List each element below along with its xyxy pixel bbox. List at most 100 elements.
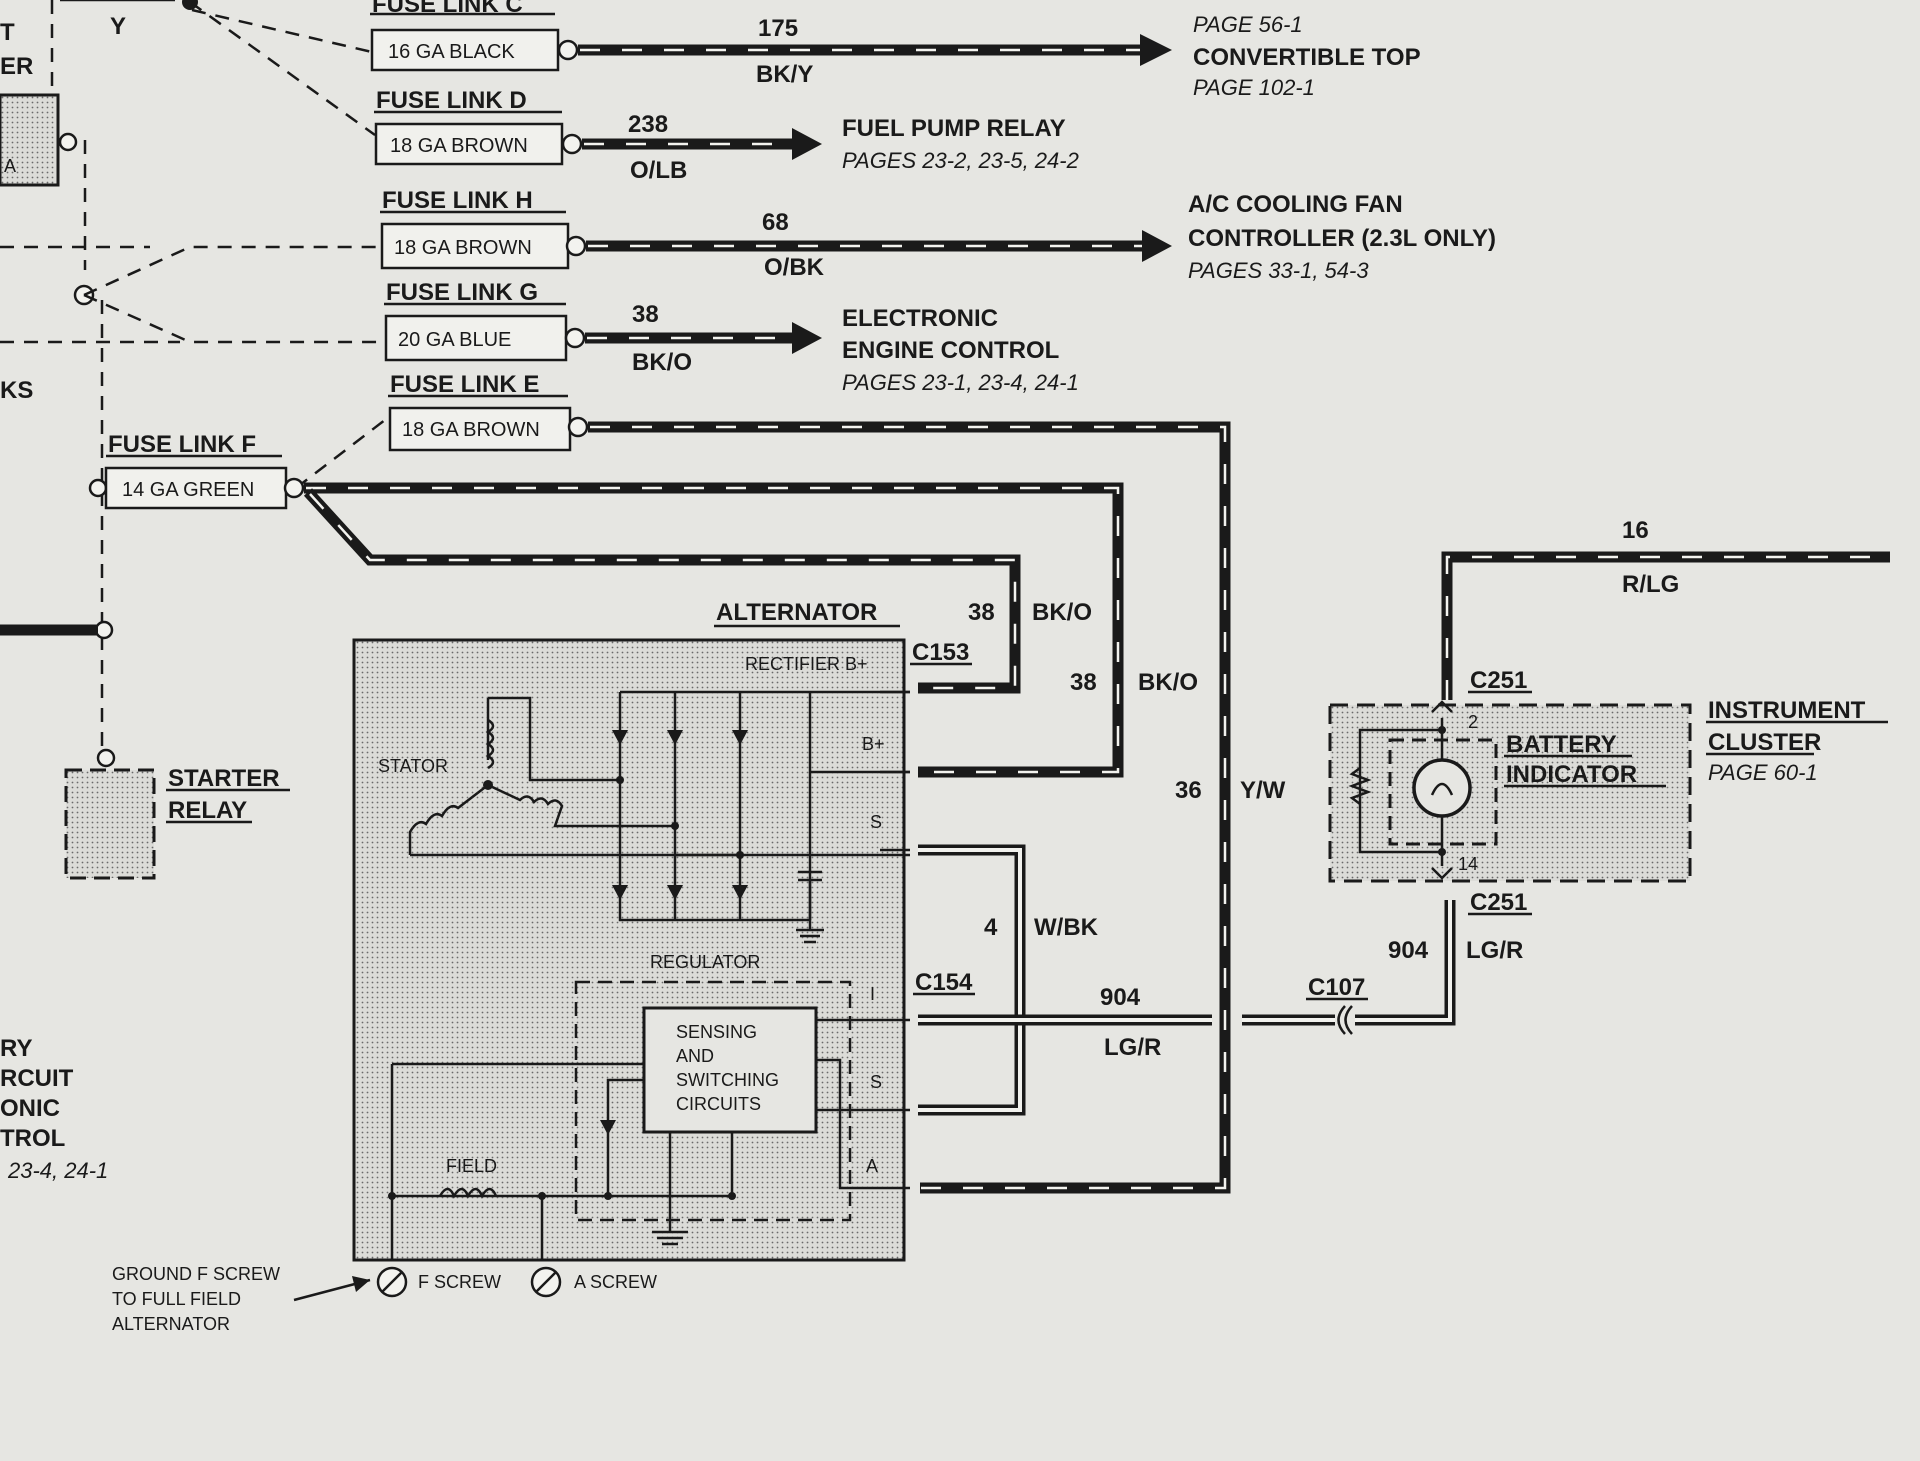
destination-page: PAGE 102-1 (1193, 75, 1315, 100)
starter-relay-line-2: RELAY (168, 797, 247, 824)
wire-number: 68 (762, 209, 789, 236)
ground-note-line-3: ALTERNATOR (112, 1314, 230, 1334)
battery-indicator-line-2: INDICATOR (1506, 761, 1637, 788)
f-screw-label: F SCREW (418, 1272, 501, 1292)
fragment-ks: KS (0, 377, 33, 404)
fuse-link-rating: 20 GA BLUE (398, 329, 511, 351)
wire-color: BK/Y (756, 61, 813, 88)
terminal-b-plus: B+ (862, 734, 885, 754)
connectors: C153 C154 C107 C251 C251 (910, 639, 1532, 1035)
left-edge-fragments: T ER Y A KS RY RCUIT ONIC TROL 23-4, 24-… (0, 13, 126, 1183)
wire-color: BK/O (1032, 599, 1092, 626)
fuse-link-rating: 14 GA GREEN (122, 479, 254, 501)
fragment-a: A (4, 156, 16, 176)
connector-c251-top: C251 (1470, 667, 1527, 694)
cluster-pin-14: 14 (1458, 854, 1478, 874)
fuse-link-rating: 18 GA BROWN (402, 419, 540, 441)
destination-label: CONTROLLER (2.3L ONLY) (1188, 225, 1496, 252)
wire-number: 4 (984, 914, 998, 941)
cluster-title-line-2: CLUSTER (1708, 729, 1821, 756)
fuse-link-g: FUSE LINK G 20 GA BLUE (384, 279, 586, 362)
fuse-link-d: FUSE LINK D 18 GA BROWN (374, 87, 583, 166)
instrument-cluster: 2 14 BATTERY INDICATOR INSTRUMENT CLUSTE… (1328, 697, 1888, 883)
regulator-label: REGULATOR (650, 952, 760, 972)
wire-color: O/LB (630, 157, 687, 184)
fuse-link-f: FUSE LINK F 14 GA GREEN (104, 431, 305, 510)
fragment-ry: RY (0, 1035, 32, 1062)
sensing-line-2: AND (676, 1046, 714, 1066)
terminal-s: S (870, 812, 882, 832)
connector-c107: C107 (1308, 974, 1365, 1001)
output-wires (578, 34, 1172, 354)
wire-number: 238 (628, 111, 668, 138)
wire-color: O/BK (764, 254, 825, 281)
destination-label: FUEL PUMP RELAY (842, 115, 1066, 142)
fragment-trol: TROL (0, 1125, 65, 1152)
a-screw-label: A SCREW (574, 1272, 657, 1292)
destination-label: A/C COOLING FAN (1188, 191, 1403, 218)
connector-c154: C154 (915, 969, 973, 996)
fragment-onic: ONIC (0, 1095, 60, 1122)
ground-note-line-1: GROUND F SCREW (112, 1264, 280, 1284)
fuse-link-name: FUSE LINK G (386, 279, 538, 306)
starter-relay-line-1: STARTER (168, 765, 280, 792)
terminal-s2: S (870, 1072, 882, 1092)
wire-color: LG/R (1466, 937, 1523, 964)
circuit-38: 38 BK/O ELECTRONIC ENGINE CONTROL PAGES … (632, 301, 1079, 395)
wire-number: 904 (1100, 984, 1141, 1011)
alternator-title: ALTERNATOR (716, 599, 877, 626)
fragment-er: ER (0, 53, 33, 80)
fuse-link-rating: 18 GA BROWN (394, 237, 532, 259)
fuse-link-name: FUSE LINK D (376, 87, 527, 114)
wire-color: Y/W (1240, 777, 1286, 804)
wire-number: 904 (1388, 937, 1429, 964)
left-bus (0, 0, 399, 768)
fragment-rcuit: RCUIT (0, 1065, 74, 1092)
destination-label: CONVERTIBLE TOP (1193, 44, 1421, 71)
destination-page: PAGES 23-2, 23-5, 24-2 (842, 148, 1079, 173)
fuse-link-e: FUSE LINK E 18 GA BROWN (388, 371, 589, 452)
wire-number: 175 (758, 15, 798, 42)
fuse-link-c: FUSE LINK C 16 GA BLACK (370, 0, 579, 72)
wire-number: 38 (968, 599, 995, 626)
ground-note-line-2: TO FULL FIELD (112, 1289, 241, 1309)
wire-number: 36 (1175, 777, 1202, 804)
fragment-t: T (0, 19, 15, 46)
alternator-feed-wires (303, 421, 1890, 1194)
sensing-line-1: SENSING (676, 1022, 757, 1042)
alternator: ALTERNATOR STATOR RECTIFIER B+ B+ S (112, 599, 910, 1334)
fragment-pages: 23-4, 24-1 (7, 1158, 108, 1183)
destination-label: ENGINE CONTROL (842, 337, 1059, 364)
sensing-line-4: CIRCUITS (676, 1094, 761, 1114)
wire-color: W/BK (1034, 914, 1099, 941)
wire-number: 38 (632, 301, 659, 328)
fuse-link-name: FUSE LINK F (108, 431, 256, 458)
terminal-rectifier-b-plus: RECTIFIER B+ (745, 654, 868, 674)
cluster-pin-2: 2 (1468, 712, 1478, 732)
wire-number: 16 (1622, 517, 1649, 544)
circuit-175: 175 BK/Y PAGE 56-1 CONVERTIBLE TOP PAGE … (756, 12, 1421, 100)
fragment-y: Y (110, 13, 126, 40)
connector-c251-bottom: C251 (1470, 889, 1527, 916)
field-label: FIELD (446, 1156, 497, 1176)
wire-color: BK/O (1138, 669, 1198, 696)
terminal-a: A (866, 1156, 878, 1176)
sensing-line-3: SWITCHING (676, 1070, 779, 1090)
fuse-link-name: FUSE LINK C (372, 0, 523, 18)
wire-labels: 38 BK/O 38 BK/O 36 Y/W 4 W/BK 904 LG/R 9… (968, 517, 1679, 1061)
connector-c153: C153 (912, 639, 969, 666)
destination-page: PAGE 56-1 (1193, 12, 1303, 37)
fuse-link-h: FUSE LINK H 18 GA BROWN (380, 187, 587, 270)
fuse-link-rating: 18 GA BROWN (390, 135, 528, 157)
cluster-page: PAGE 60-1 (1708, 760, 1818, 785)
wire-color: LG/R (1104, 1034, 1161, 1061)
circuit-238: 238 O/LB FUEL PUMP RELAY PAGES 23-2, 23-… (628, 111, 1079, 184)
circuit-68: 68 O/BK A/C COOLING FAN CONTROLLER (2.3L… (762, 191, 1496, 283)
wire-color: R/LG (1622, 571, 1679, 598)
fuse-link-rating: 16 GA BLACK (388, 41, 515, 63)
wire-number: 38 (1070, 669, 1097, 696)
stator-label: STATOR (378, 756, 448, 776)
destination-page: PAGES 33-1, 54-3 (1188, 258, 1369, 283)
